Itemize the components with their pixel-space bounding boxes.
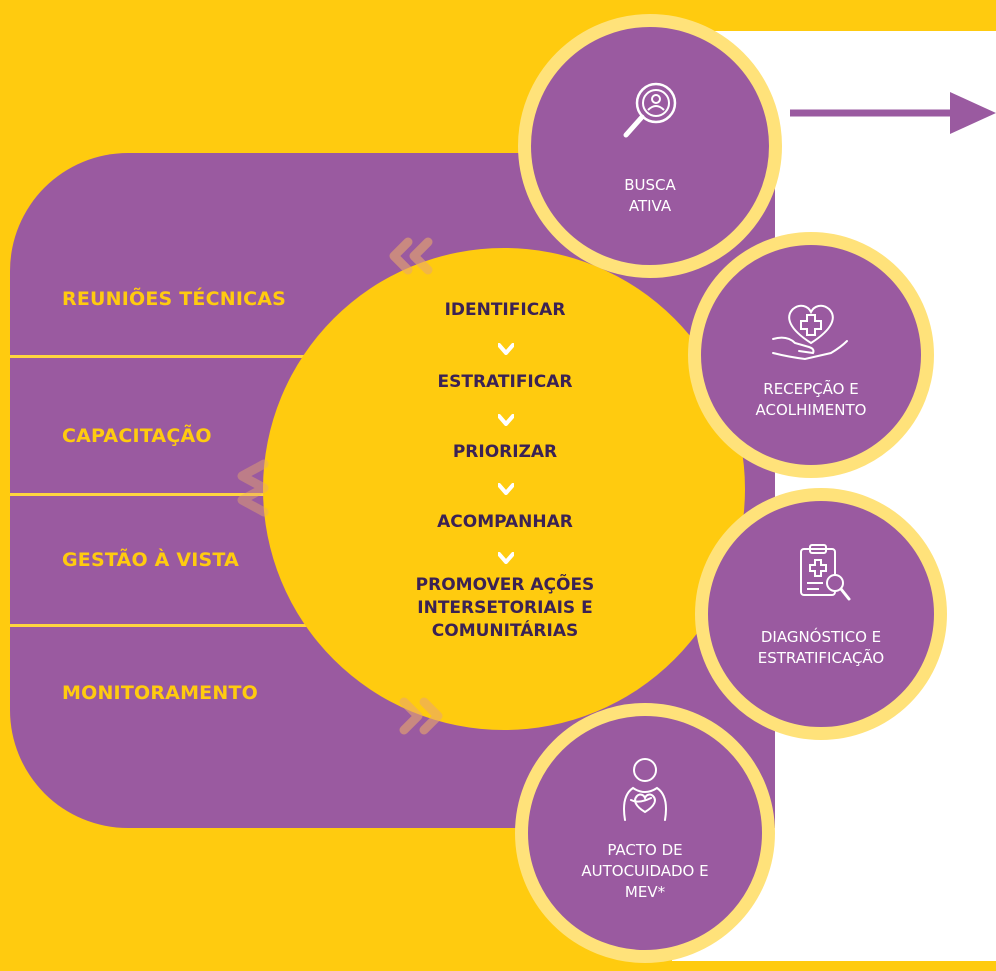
node-label: PACTO DE AUTOCUIDADO E MEV* <box>581 841 709 901</box>
node-recepcao-acolhimento: RECEPÇÃO E ACOLHIMENTO <box>688 232 934 478</box>
step-estratificar: ESTRATIFICAR <box>437 372 573 392</box>
node-diagnostico-estratificacao: DIAGNÓSTICO E ESTRATIFICAÇÃO <box>695 488 947 740</box>
person-hug-heart-icon <box>623 758 667 821</box>
chevron-down-icon <box>498 483 514 495</box>
step-priorizar: PRIORIZAR <box>452 442 558 462</box>
hand-heart-cross-icon <box>772 304 848 361</box>
node-label: RECEPÇÃO E ACOLHIMENTO <box>755 380 867 419</box>
node-label: BUSCA ATIVA <box>624 176 676 215</box>
row-label-gestao-a-vista: GESTÃO À VISTA <box>62 549 239 571</box>
chevron-down-icon <box>498 552 514 564</box>
decorative-chevron-icon <box>399 697 443 735</box>
node-busca-ativa: BUSCA ATIVA <box>518 14 782 278</box>
decorative-chevron-icon <box>389 237 433 275</box>
chevron-down-icon <box>498 343 514 355</box>
flow-arrow-icon <box>790 92 996 134</box>
chevron-down-icon <box>498 414 514 426</box>
node-pacto-autocuidado: PACTO DE AUTOCUIDADO E MEV* <box>515 703 775 963</box>
row-label-reunioes-tecnicas: REUNIÕES TÉCNICAS <box>62 288 287 310</box>
node-label: DIAGNÓSTICO E ESTRATIFICAÇÃO <box>757 628 885 667</box>
step-identificar: IDENTIFICAR <box>444 300 566 320</box>
magnifier-person-icon <box>623 82 677 138</box>
row-label-capacitacao: CAPACITAÇÃO <box>62 425 212 447</box>
step-acompanhar: ACOMPANHAR <box>437 512 573 532</box>
row-label-monitoramento: MONITORAMENTO <box>62 682 258 704</box>
decorative-chevron-icon <box>237 459 269 517</box>
step-promover-acoes: PROMOVER AÇÕES INTERSETORIAIS E COMUNITÁ… <box>415 575 595 641</box>
clipboard-magnifier-icon <box>800 544 851 601</box>
